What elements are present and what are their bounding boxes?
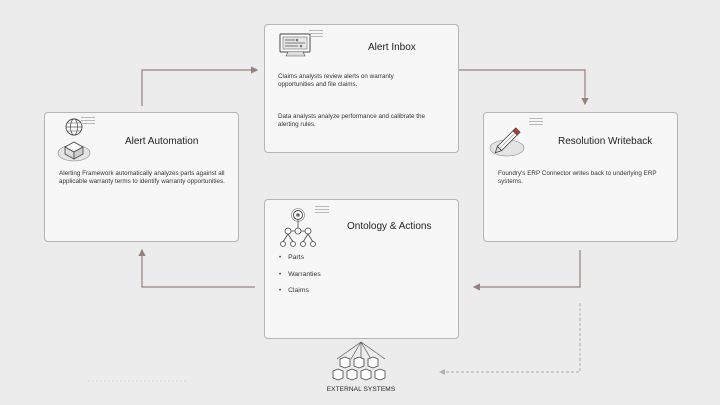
ontology-actions-card: Ontology & Actions Parts Warranties Clai…: [264, 199, 459, 339]
arrow-writeback-to-ontology: [472, 250, 581, 291]
external-systems-label: EXTERNAL SYSTEMS: [326, 386, 396, 393]
ontology-items-list: Parts Warranties Claims: [279, 254, 321, 304]
ontology-actions-title: Ontology & Actions: [347, 221, 432, 232]
alert-inbox-card: Alert Inbox Claims analysts review alert…: [264, 24, 459, 153]
inbox-dashboard-icon: [278, 32, 316, 63]
list-item: Claims: [279, 287, 321, 304]
resolution-writeback-text: Foundry's ERP Connector writes back to u…: [498, 170, 657, 185]
alert-automation-text: Alerting Framework automatically analyze…: [59, 170, 225, 185]
resolution-writeback-card: Resolution Writeback Foundry's ERP Conne…: [483, 112, 678, 242]
database-cluster-icon: [330, 340, 392, 391]
alert-inbox-title: Alert Inbox: [368, 42, 416, 53]
list-item: Warranties: [279, 271, 321, 288]
pencil-icon: [488, 118, 530, 163]
alert-automation-title: Alert Automation: [125, 136, 199, 147]
alert-inbox-text-claims: Claims analysts review alerts on warrant…: [278, 73, 394, 88]
alert-automation-card: Alert Automation Alerting Framework auto…: [44, 112, 239, 242]
arrow-writeback-to-external: [439, 303, 581, 375]
ontology-tree-icon: [279, 205, 319, 254]
arrow-ontology-to-automation: [138, 248, 255, 288]
resolution-writeback-title: Resolution Writeback: [558, 136, 653, 147]
alert-inbox-text-data: Data analysts analyze performance and ca…: [278, 113, 426, 128]
list-item: Parts: [279, 254, 321, 271]
arrow-automation-to-inbox: [141, 66, 259, 106]
globe-box-icon: [55, 116, 95, 169]
arrow-inbox-to-writeback: [459, 69, 589, 106]
